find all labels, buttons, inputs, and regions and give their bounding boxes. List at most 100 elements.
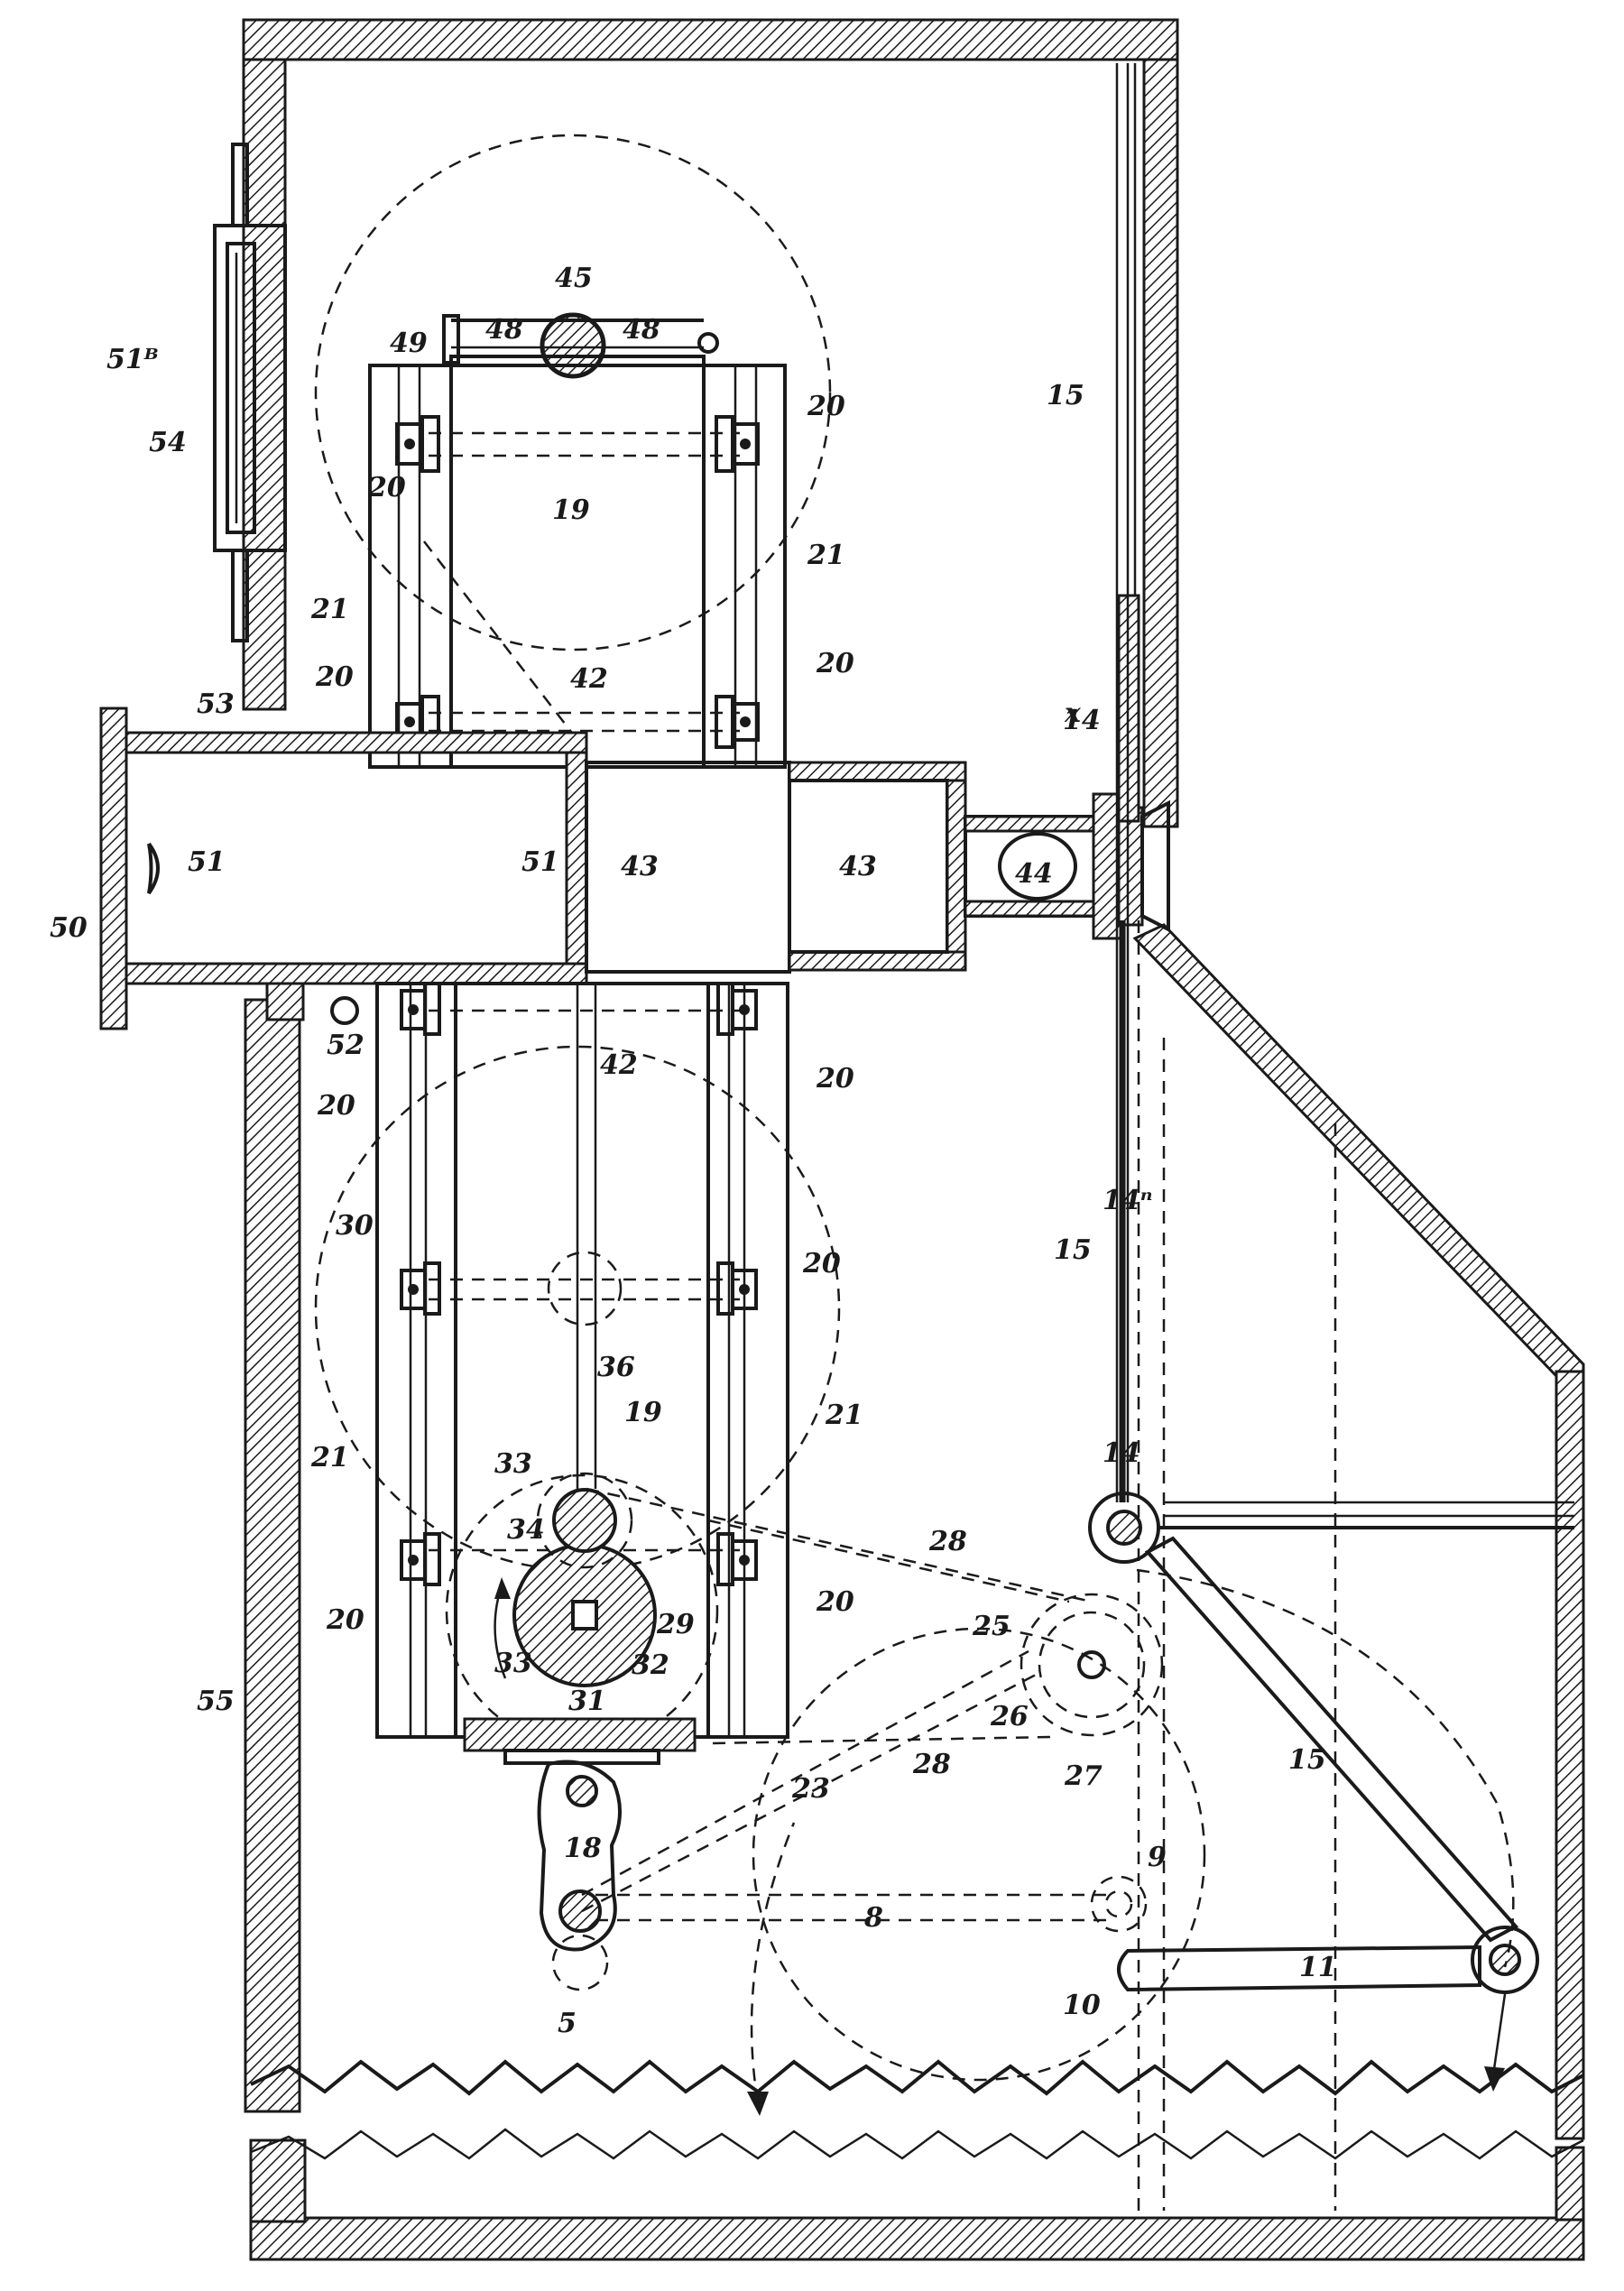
lens-barrel-bottom xyxy=(964,900,1112,918)
base-plate-31 xyxy=(463,1717,697,1752)
lens-barrel-top xyxy=(964,815,1112,833)
link-23b xyxy=(581,1649,1029,1897)
pin-9-inner xyxy=(1104,1889,1133,1918)
drive-linkage xyxy=(537,1487,1539,2116)
tube-section-43a xyxy=(585,761,791,974)
label-49: 49 xyxy=(390,328,428,359)
roller-20-upper-left xyxy=(395,415,440,473)
window-14x xyxy=(1140,799,1170,933)
arrow-up-icon xyxy=(747,2092,769,2116)
label-20-f: 20 xyxy=(816,1063,854,1095)
roller-20-upper-right xyxy=(715,415,760,473)
tube-mount-block xyxy=(265,982,305,1021)
label-55: 55 xyxy=(197,1686,235,1717)
label-19-lower: 19 xyxy=(624,1397,662,1428)
lever-pivot-pin xyxy=(1489,1944,1521,1976)
pulley-25 xyxy=(1020,1593,1164,1737)
crank-arm-18 xyxy=(537,1760,623,1952)
door-outer xyxy=(213,224,287,552)
label-42-lower: 42 xyxy=(600,1049,638,1081)
roller-20-mid-right xyxy=(715,695,760,749)
label-25: 25 xyxy=(972,1611,1010,1642)
door-frame xyxy=(213,143,287,642)
lower-reel-path xyxy=(314,1045,841,1572)
label-31: 31 xyxy=(568,1686,606,1717)
label-45: 45 xyxy=(555,263,593,294)
label-52: 52 xyxy=(327,1030,364,1061)
diagonal-wall xyxy=(1132,923,1585,1409)
label-20-g: 20 xyxy=(802,1248,841,1279)
reference-numerals: 45 48 48 49 20 20 19 21 21 15 51ᴮ 54 53 … xyxy=(50,263,1337,2039)
label-10: 10 xyxy=(1063,1990,1101,2021)
right-wall-upper xyxy=(1142,58,1179,828)
tube-flange-50 xyxy=(99,707,128,1030)
right-wall-lower xyxy=(1555,1370,1585,2140)
left-wall-top xyxy=(242,58,287,711)
label-42-upper: 42 xyxy=(570,663,608,695)
rod-guide-30 xyxy=(547,1251,623,1326)
roller-20-lower-top-right xyxy=(716,982,758,1036)
pulley-26 xyxy=(1038,1611,1146,1719)
crank-ghost-5 xyxy=(551,1934,609,1991)
label-44: 44 xyxy=(1015,858,1053,890)
sprocket-hub xyxy=(571,1600,598,1630)
label-43-b: 43 xyxy=(839,851,877,882)
tube-screw-52 xyxy=(330,996,359,1025)
upper-reel-hub xyxy=(540,312,606,379)
label-43-a: 43 xyxy=(621,851,659,882)
door-window xyxy=(226,242,256,534)
drive-wheel-23 xyxy=(752,1627,1206,2082)
label-20-a: 20 xyxy=(807,391,845,422)
label-26: 26 xyxy=(990,1701,1029,1732)
door-hinge-top xyxy=(231,143,249,227)
roller-20-lower-mid-right xyxy=(716,1261,758,1316)
arrow-head-icon xyxy=(494,1577,511,1599)
label-15-b: 15 xyxy=(1054,1234,1092,1266)
roller-20-lower-mid-left xyxy=(400,1261,441,1316)
label-14-n: 14ⁿ xyxy=(1103,1185,1153,1216)
label-36: 36 xyxy=(597,1352,635,1383)
pivot-14-pin xyxy=(1106,1510,1142,1546)
roller-20-lower-bottom-right xyxy=(716,1532,758,1586)
label-32: 32 xyxy=(632,1649,669,1681)
label-29: 29 xyxy=(656,1609,695,1640)
spring-hook-icon xyxy=(697,332,719,354)
label-21-b: 21 xyxy=(310,594,349,625)
arm-11 xyxy=(1117,1945,1481,1992)
break-line-lower xyxy=(250,2128,1584,2160)
label-21-d: 21 xyxy=(310,1442,349,1473)
top-wall xyxy=(242,18,1179,61)
lever-pivot-outer xyxy=(1471,1926,1539,1994)
label-20-c: 20 xyxy=(315,661,354,693)
label-5: 5 xyxy=(558,2008,577,2039)
label-51-mid: 51 xyxy=(521,846,559,878)
right-wall-base xyxy=(1555,2146,1585,2222)
label-14-x-sup: x xyxy=(1064,697,1082,729)
label-21-c: 21 xyxy=(825,1400,863,1431)
label-11: 11 xyxy=(1299,1952,1337,1983)
cabinet-housing xyxy=(242,18,1585,2261)
upper-magazine-outer xyxy=(368,364,787,769)
bottom-wall xyxy=(249,2216,1585,2261)
upper-reel-path xyxy=(314,134,832,651)
label-19-upper: 19 xyxy=(552,494,590,526)
wall-aperture-block xyxy=(1117,806,1144,927)
label-50: 50 xyxy=(50,912,88,944)
left-wall-lower xyxy=(244,998,301,2113)
tube-section-43b-end xyxy=(946,779,967,954)
upper-magazine-body xyxy=(449,355,706,769)
label-33-lower: 33 xyxy=(494,1648,532,1679)
belt-inner xyxy=(707,1519,1070,1603)
label-48b: 48 xyxy=(623,314,660,346)
label-28-lower: 28 xyxy=(912,1749,951,1780)
pinion-34 xyxy=(552,1488,617,1553)
roller-20-lower-top-left xyxy=(400,982,441,1036)
pulley-27 xyxy=(1077,1650,1106,1679)
arrow-down-shaft xyxy=(1491,1993,1507,2076)
tube-end-wall xyxy=(565,751,588,965)
label-20-e: 20 xyxy=(317,1090,355,1122)
tube-section-43b-bottom xyxy=(788,950,967,972)
upper-magazine xyxy=(368,355,787,769)
label-34: 34 xyxy=(507,1514,545,1546)
